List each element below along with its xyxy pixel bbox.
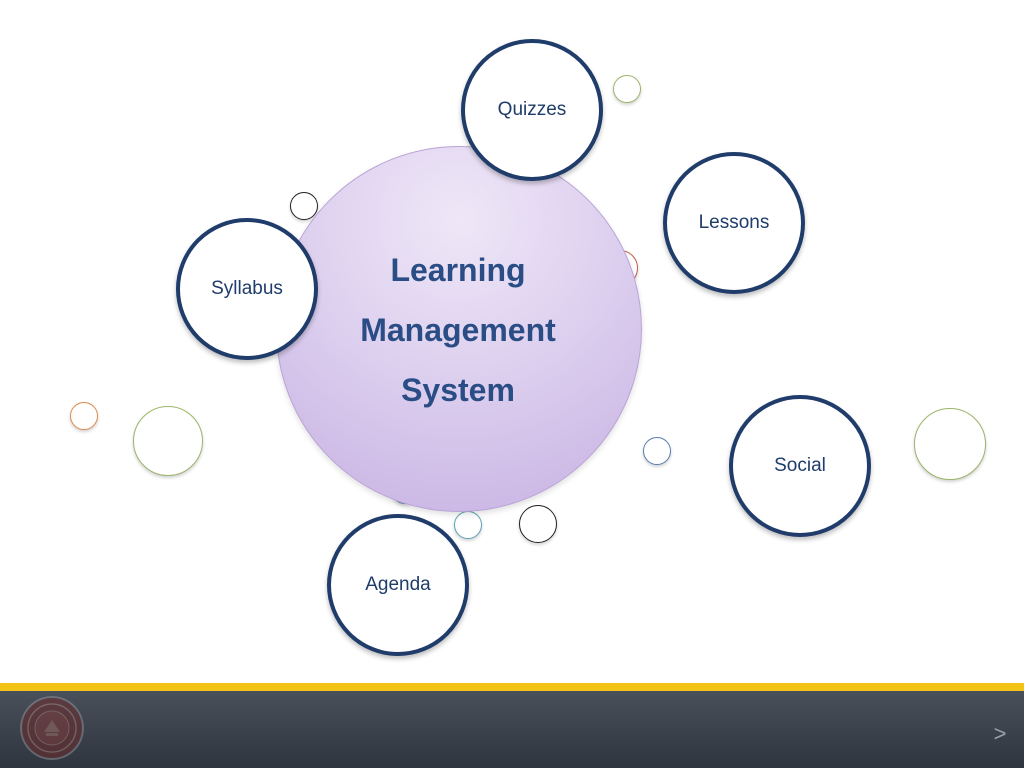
lms-center-circle [276, 146, 642, 512]
agenda-circle[interactable]: Agenda [327, 514, 469, 656]
syllabus-circle[interactable]: Syllabus [176, 218, 318, 360]
decor-circle-black [290, 192, 318, 220]
quizzes-circle[interactable]: Quizzes [461, 39, 603, 181]
decor-circle-black [519, 505, 557, 543]
decor-circle-teal [454, 511, 482, 539]
decor-circle-green [613, 75, 641, 103]
decor-circle-green-large [133, 406, 203, 476]
social-circle[interactable]: Social [729, 395, 871, 537]
decor-circle-orange [70, 402, 98, 430]
lms-title-line-2: Management [360, 312, 556, 348]
decor-circle-green-large [914, 408, 986, 480]
decor-circle-blue [643, 437, 671, 465]
slide-canvas: Learning Management System Quizzes Lesso… [70, 39, 986, 656]
next-slide-button[interactable]: > [993, 721, 1007, 746]
lms-title-line-1: Learning [390, 252, 526, 288]
footer-bar [0, 691, 1024, 768]
footer-accent-bar [0, 683, 1024, 691]
lessons-circle[interactable]: Lessons [663, 152, 805, 294]
lms-title-line-3: System [401, 372, 515, 408]
university-seal-icon [20, 696, 84, 760]
lms-title: Learning Management System [318, 240, 598, 420]
